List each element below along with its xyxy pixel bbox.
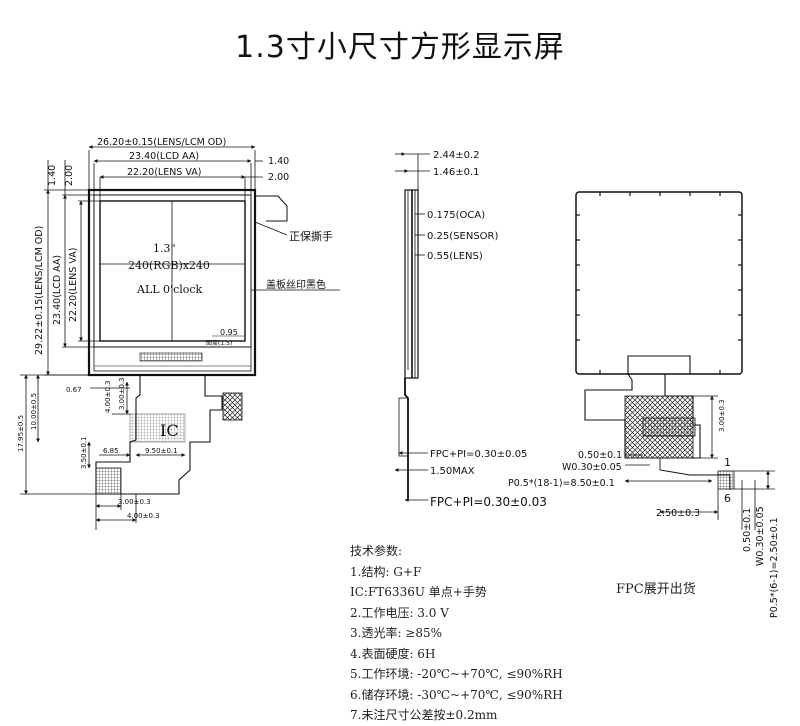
- dim-4-00a: 4.00±0.3: [104, 380, 112, 413]
- spec-line: 3.透光率: ≥85%: [350, 626, 443, 640]
- spec-line: IC:FT6336U 单点+手势: [350, 585, 487, 599]
- note-print: 盖板丝印黑色: [266, 278, 326, 291]
- back-view: [575, 191, 743, 490]
- dim-1-40: 1.40: [268, 156, 289, 167]
- side-view: [398, 189, 419, 500]
- fpc-shipping-note: FPC展开出货: [616, 582, 696, 597]
- pin-1: 1: [724, 456, 731, 469]
- dim-2-00: 2.00: [268, 172, 289, 183]
- spec-line: 7.未注尺寸公差按±0.2mm: [350, 708, 498, 722]
- dim-3-50: 3.50±0.1: [80, 436, 88, 469]
- dim-17-95: 17.95±0.5: [17, 415, 25, 452]
- dim-0-67: 0.67: [66, 386, 82, 394]
- dim-1-46: 1.46±0.1: [433, 167, 480, 178]
- dim-2-00-v: 2.00: [64, 165, 75, 186]
- dim-lcd-aa-w: 23.40(LCD AA): [129, 151, 199, 162]
- back-dim-0-50: 0.50±0.1: [578, 450, 622, 461]
- dim-10-00: 10.00±0.5: [30, 393, 38, 430]
- fpc-mark: IC: [160, 421, 179, 440]
- lcd-bottom-band: [93, 346, 252, 372]
- dim-lcd-aa-h: 23.40(LCD AA): [52, 255, 63, 325]
- dim-fpc-pi-2: FPC+PI=0.30±0.03: [430, 495, 547, 509]
- front-dimensions: [20, 145, 263, 530]
- dim-lens: 0.55(LENS): [427, 251, 483, 262]
- side-fpc: [404, 378, 409, 500]
- dim-0-95: 0.95: [220, 328, 238, 337]
- back-dim-2-50: 2.50±0.3: [656, 508, 700, 519]
- note-tape: 正保撕手: [289, 229, 333, 243]
- dim-lens-lcm-od-h: 29.22±0.15(LENS/LCM OD): [34, 226, 45, 355]
- back-dimension-text: 3.00±0.3 0.50±0.1 W0.30±0.05 P0.5*(18-1)…: [508, 399, 780, 618]
- side-fpc-stiffener: [398, 397, 409, 457]
- dim-9-50: 9.50±0.1: [145, 447, 178, 455]
- front-view: [87, 188, 340, 495]
- dim-3-00a: 3.00±0.3: [118, 377, 126, 410]
- back-panel: [575, 191, 743, 375]
- spec-list: 技术参数: 1.结构: G+F IC:FT6336U 单点+手势 2.工作电压:…: [350, 541, 563, 726]
- side-dimensions: [394, 152, 430, 502]
- back-panel-ticks: [576, 192, 742, 374]
- dim-6-85: 6.85: [103, 447, 119, 455]
- back-dim-w030: W0.30±0.05: [562, 462, 622, 473]
- screen-size: 1.3": [153, 242, 176, 255]
- back-v-0-50: 0.50±0.1: [742, 508, 753, 552]
- pin-6: 6: [724, 492, 731, 505]
- back-dimensions: [624, 395, 775, 530]
- back-dim-3-00: 3.00±0.3: [718, 399, 726, 432]
- back-dim-pitch: P0.5*(18-1)=8.50±0.1: [508, 478, 615, 489]
- spec-line: 4.表面硬度: 6H: [350, 646, 436, 661]
- lens-va-outline: [99, 200, 246, 342]
- lens-outline: [87, 188, 257, 377]
- page-title: 1.3寸小尺寸方形显示屏: [235, 30, 565, 65]
- dim-4-00b: 4.00±0.3: [127, 512, 160, 520]
- dim-lens-lcm-od-w: 26.20±0.15(LENS/LCM OD): [97, 137, 226, 148]
- dim-fpc-pi-1: FPC+PI=0.30±0.05: [430, 449, 527, 460]
- technical-drawing: 26.20±0.15(LENS/LCM OD) 23.40(LCD AA) 22…: [17, 137, 780, 618]
- dim-lens-va-w: 22.20(LENS VA): [127, 167, 201, 178]
- dim-lens-va-h: 22.20(LENS VA): [68, 248, 79, 322]
- dim-oca: 0.175(OCA): [427, 210, 485, 221]
- back-connector: [717, 470, 735, 490]
- dim-sensor: 0.25(SENSOR): [427, 231, 498, 242]
- dim-2-44: 2.44±0.2: [433, 150, 480, 161]
- back-v-w030: W0.30±0.05: [755, 506, 766, 566]
- back-v-pitch: P0.5*(6-1)=2.50±0.1: [769, 517, 780, 618]
- small-label: 图案(1.5): [206, 339, 232, 347]
- fpc-connector-bottom: [95, 467, 122, 495]
- spec-heading: 技术参数:: [350, 544, 403, 558]
- spec-line: 5.工作环境: -20℃~+70℃, ≤90%RH: [350, 667, 563, 681]
- side-dimension-text: 2.44±0.2 1.46±0.1 0.175(OCA) 0.25(SENSOR…: [427, 150, 547, 509]
- dim-max: 1.50MAX: [430, 466, 475, 477]
- fpc-ic-area: [129, 413, 186, 443]
- ic-pads: [139, 352, 203, 362]
- front-dimension-text: 26.20±0.15(LENS/LCM OD) 23.40(LCD AA) 22…: [17, 137, 333, 520]
- spec-line: 6.储存环境: -30℃~+70℃, ≤90%RH: [350, 687, 563, 702]
- dim-3-00b: 3.00±0.3: [118, 498, 151, 506]
- resolution: 240(RGB)x240: [128, 259, 210, 272]
- tape-tab: [255, 195, 288, 222]
- tape-leader: [254, 221, 288, 236]
- dim-1-40-v: 1.40: [47, 165, 58, 186]
- spec-line: 2.工作电压: 3.0 V: [350, 605, 449, 620]
- back-fpc-pads: [642, 417, 696, 437]
- spec-line: 1.结构: G+F: [350, 564, 422, 579]
- fpc-connector-right: [222, 392, 243, 421]
- orientation: ALL 0'clock: [136, 283, 203, 296]
